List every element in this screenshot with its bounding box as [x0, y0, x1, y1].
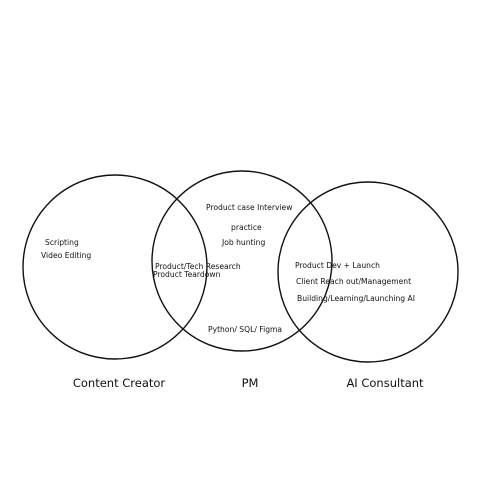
content-creator-item-video-editing: Video Editing: [41, 251, 92, 260]
pm-label: PM: [241, 376, 259, 390]
overlap-cc-pm-item-product-teardown: Product Teardown: [153, 270, 221, 279]
ai-consultant-circle: [277, 181, 459, 363]
content-creator-item-scripting: Scripting: [45, 238, 79, 247]
content-creator-circle: [22, 174, 208, 360]
pm-item-job-hunting: Job hunting: [222, 238, 266, 247]
ai-consultant-label: AI Consultant: [346, 376, 424, 390]
content-creator-label: Content Creator: [72, 376, 166, 390]
overlap-pm-ai-item-client-reach-out: Client Reach out/Management: [296, 277, 412, 286]
pm-item-product-case-interview: Product case Interview: [206, 203, 293, 212]
overlap-pm-ai-item-building-learning-launching-ai: Building/Learning/Launching AI: [297, 294, 415, 303]
pm-circle: [151, 170, 333, 352]
pm-item-practice: practice: [231, 223, 262, 232]
overlap-pm-ai-item-product-dev-launch: Product Dev + Launch: [295, 261, 380, 270]
overlap-cc-pm-item-product-tech-research: Product/Tech Research: [155, 262, 241, 271]
pm-item-python-sql-figma: Python/ SQL/ Figma: [208, 325, 283, 334]
